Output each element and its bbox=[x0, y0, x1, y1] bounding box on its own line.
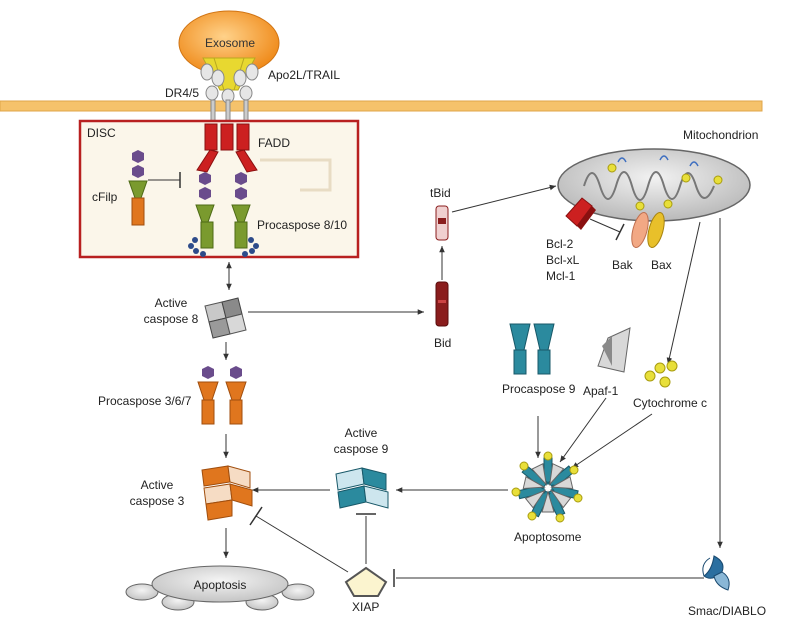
procaspase-367-icon bbox=[197, 366, 247, 425]
cflip-label: cFilp bbox=[92, 190, 118, 204]
smac-diablo-icon bbox=[702, 555, 730, 591]
mito-to-cytochrome-arrow bbox=[666, 221, 701, 365]
apaf1-to-apoptosome-arrow bbox=[559, 397, 607, 463]
bcl2-family-icon bbox=[565, 197, 596, 230]
bax-icon bbox=[647, 212, 665, 248]
cytochrome-to-apoptosome-arrow bbox=[571, 413, 653, 469]
mitochondrion-icon bbox=[557, 148, 751, 222]
active-caspase-3-icon bbox=[201, 465, 253, 521]
mcl1-label: Mcl-1 bbox=[546, 269, 576, 283]
active-caspase-3-label-line1: Active bbox=[140, 478, 174, 492]
active-caspase-8-label-line2: caspose 8 bbox=[143, 312, 199, 326]
dr45-label: DR4/5 bbox=[165, 86, 200, 100]
cell-membrane bbox=[0, 100, 763, 112]
bak-label: Bak bbox=[612, 258, 633, 272]
bid-label: Bid bbox=[434, 336, 452, 350]
fadd-adaptor-icon bbox=[196, 123, 258, 173]
active-caspase-8-label-line1: Active bbox=[154, 296, 188, 310]
tbid-to-mitochondrion-arrow bbox=[451, 184, 557, 213]
fadd-label: FADD bbox=[258, 136, 291, 150]
xiap-icon bbox=[344, 566, 388, 597]
cflip-icon bbox=[128, 150, 148, 226]
active-caspase-9-icon bbox=[335, 467, 389, 509]
tbid-label: tBid bbox=[430, 186, 451, 200]
apoptosome-icon bbox=[511, 451, 583, 523]
dr45-receptor-icon bbox=[200, 63, 259, 123]
bax-label: Bax bbox=[651, 258, 672, 272]
exosome-label: Exosome bbox=[205, 36, 256, 50]
procaspase-9-icon bbox=[509, 323, 555, 375]
procaspase-9-label: Procaspose 9 bbox=[502, 382, 576, 396]
tbid-icon bbox=[435, 205, 449, 241]
apoptosis-label: Apoptosis bbox=[193, 578, 247, 592]
bclxl-label: Bcl-xL bbox=[546, 253, 580, 267]
xiap-inhibits-caspase3-line bbox=[255, 515, 349, 573]
apaf1-icon bbox=[597, 327, 631, 373]
active-caspase-3-label-line2: caspose 3 bbox=[129, 494, 185, 508]
active-caspase-9-label-line1: Active bbox=[344, 426, 378, 440]
disc-label: DISC bbox=[87, 126, 116, 140]
apaf1-label: Apaf-1 bbox=[583, 384, 619, 398]
apo2l-trail-label: Apo2L/TRAIL bbox=[268, 68, 341, 82]
active-caspase-9-label-line2: caspose 9 bbox=[333, 442, 389, 456]
xiap-label: XIAP bbox=[352, 600, 380, 614]
procaspase-8-left-icon bbox=[188, 172, 215, 257]
active-caspase-8-icon bbox=[204, 297, 247, 339]
mitochondrion-label: Mitochondrion bbox=[683, 128, 759, 142]
smac-diablo-label: Smac/DIABLO bbox=[688, 604, 767, 618]
bcl2-inhibition-line bbox=[589, 218, 621, 233]
cytochrome-c-icon bbox=[644, 360, 678, 388]
bcl2-label: Bcl-2 bbox=[546, 237, 574, 251]
bak-icon bbox=[631, 212, 649, 248]
apoptosome-label: Apoptosome bbox=[514, 530, 582, 544]
procaspase-8-10-label: Procaspose 8/10 bbox=[257, 218, 348, 232]
apoptotic-cell-icon bbox=[125, 565, 315, 611]
procaspase-8-right-icon bbox=[231, 172, 259, 257]
procaspase-367-label: Procaspose 3/6/7 bbox=[98, 394, 192, 408]
bid-icon bbox=[435, 281, 449, 327]
cytochrome-c-label: Cytochrome c bbox=[633, 396, 708, 410]
